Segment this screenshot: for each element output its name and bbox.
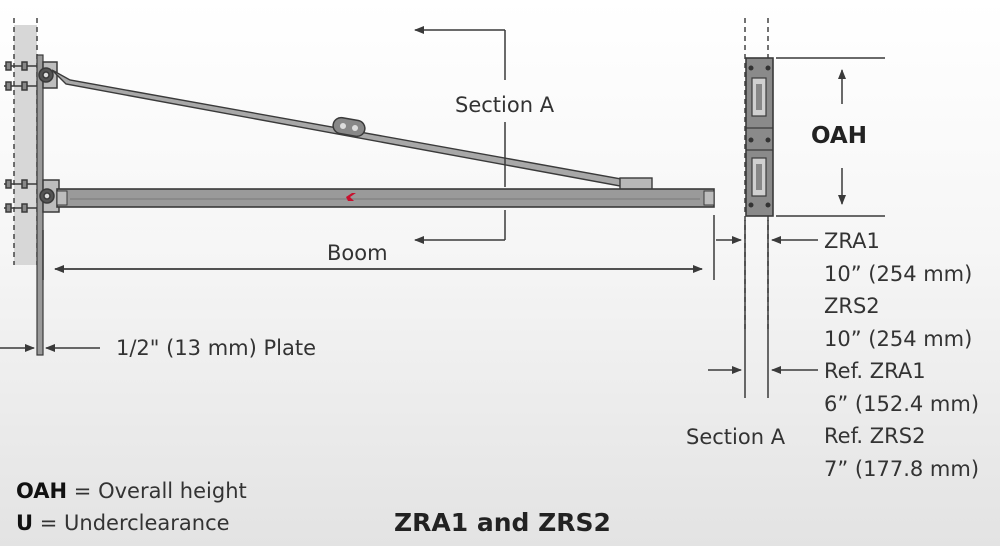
- oah-dimension: [776, 57, 885, 217]
- section-a-view: [744, 18, 774, 330]
- zrs2-label: ZRS2: [824, 294, 880, 318]
- legend-u: U = Underclearance: [16, 511, 230, 535]
- zra1-dimension: 10” (254 mm): [824, 262, 973, 286]
- section-width-dimensions: [708, 220, 818, 398]
- ref-zrs2-label: Ref. ZRS2: [824, 424, 926, 448]
- legend-u-text: = Underclearance: [33, 511, 230, 535]
- lower-bracket: [4, 179, 60, 213]
- legend-oah: OAH = Overall height: [16, 479, 247, 503]
- oah-dimension-label: OAH: [811, 123, 867, 149]
- ref-zra1-label: Ref. ZRA1: [824, 359, 926, 383]
- wall: [13, 18, 38, 265]
- mounting-plate: [36, 54, 44, 356]
- tie-rod: [51, 69, 653, 191]
- boom-dimension: [42, 215, 715, 280]
- ref-zra1-dimension: 6” (152.4 mm): [824, 392, 980, 416]
- upper-bracket: [4, 61, 58, 91]
- ref-zrs2-dimension: 7” (177.8 mm): [824, 457, 980, 481]
- zrs2-dimension: 10” (254 mm): [824, 327, 973, 351]
- section-a-label-top: Section A: [455, 93, 555, 117]
- plate-label: 1/2" (13 mm) Plate: [116, 336, 317, 360]
- legend-u-abbr: U: [16, 511, 34, 535]
- diagram-title: ZRA1 and ZRS2: [394, 508, 611, 537]
- legend-oah-text: = Overall height: [67, 479, 247, 503]
- boom-label: Boom: [327, 241, 388, 265]
- zra1-label: ZRA1: [824, 229, 880, 253]
- legend-oah-abbr: OAH: [16, 479, 68, 503]
- boom-beam: [56, 188, 715, 208]
- section-a-label-bottom: Section A: [686, 425, 786, 449]
- brand-logo-icon: [346, 193, 356, 201]
- section-a-cut-line: [414, 26, 506, 244]
